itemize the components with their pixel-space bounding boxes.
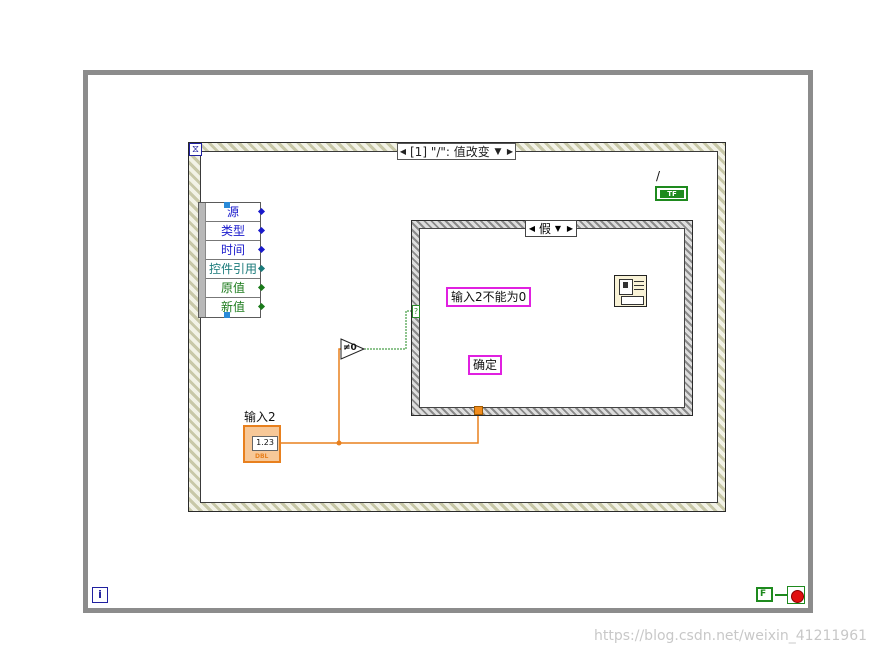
chevron-down-icon[interactable]: ▼	[554, 224, 562, 233]
bool-indicator-terminal[interactable]: TF	[655, 186, 688, 201]
not-equal-zero-label: ≠0	[343, 343, 357, 353]
data-node-item-label: 控件引用	[208, 262, 257, 276]
data-node-item-time[interactable]: 时间	[206, 241, 266, 260]
increment-arrow-icon[interactable]: ▶	[566, 224, 574, 233]
chevron-down-icon[interactable]: ▼	[494, 146, 502, 157]
data-node-item-label: 时间	[220, 243, 245, 257]
case-selector-terminal[interactable]: ?	[412, 305, 420, 318]
numeric-tunnel[interactable]	[474, 406, 483, 415]
increment-arrow-icon[interactable]: ▶	[506, 147, 514, 156]
node-resize-bar[interactable]	[199, 203, 206, 317]
false-label: F	[760, 589, 767, 599]
while-loop[interactable]	[83, 70, 813, 613]
data-node-item-label: 类型	[220, 224, 245, 238]
data-node-item-newval[interactable]: 新值	[206, 298, 266, 316]
data-node-item-label: 新值	[220, 300, 245, 314]
input2-label: 输入2	[244, 410, 276, 424]
numeric-wire-branch	[338, 348, 344, 443]
stop-icon	[791, 590, 804, 603]
data-node-item-label: 源	[226, 205, 239, 219]
case-structure-frame	[419, 228, 685, 408]
event-case-selector[interactable]: ◀ [1] "/": 值改变 ▼ ▶	[397, 143, 516, 160]
data-node-item-source[interactable]: 源	[206, 203, 266, 222]
boolean-wire	[364, 310, 412, 350]
input2-control-terminal[interactable]: 1.23 DBL	[243, 425, 281, 463]
data-node-item-label: 原值	[220, 281, 245, 295]
node-handle-bottom[interactable]	[224, 312, 230, 318]
false-constant[interactable]: F	[756, 587, 773, 602]
dbl-type-label: DBL	[255, 453, 269, 460]
watermark: https://blog.csdn.net/weixin_41211961	[594, 628, 868, 644]
tf-label: TF	[660, 190, 684, 198]
decrement-arrow-icon[interactable]: ◀	[399, 147, 407, 156]
iteration-terminal[interactable]: i	[92, 587, 108, 603]
numeric-display: 1.23	[252, 436, 278, 451]
boolean-wire-stop	[775, 594, 787, 596]
node-handle-top[interactable]	[224, 202, 230, 208]
not-equal-zero-function	[340, 338, 366, 360]
numeric-wire	[281, 415, 479, 444]
data-node-item-oldval[interactable]: 原值	[206, 279, 266, 298]
bool-indicator-label: /	[656, 169, 661, 183]
stop-terminal[interactable]	[787, 586, 805, 604]
wire-junction	[336, 440, 342, 446]
event-case-label: [1] "/": 值改变	[410, 145, 490, 159]
case-label: 假	[538, 222, 551, 236]
button-string-constant[interactable]: 确定	[468, 355, 503, 375]
data-node-item-ctlref[interactable]: 控件引用	[206, 260, 266, 279]
hourglass-icon: ⧖	[189, 143, 202, 156]
message-string-constant[interactable]: 输入2不能为0	[446, 287, 532, 307]
one-button-dialog-icon[interactable]	[614, 275, 647, 307]
decrement-arrow-icon[interactable]: ◀	[528, 224, 536, 233]
case-selector[interactable]: ◀ 假 ▼ ▶	[525, 220, 577, 237]
data-node-item-type[interactable]: 类型	[206, 222, 266, 241]
